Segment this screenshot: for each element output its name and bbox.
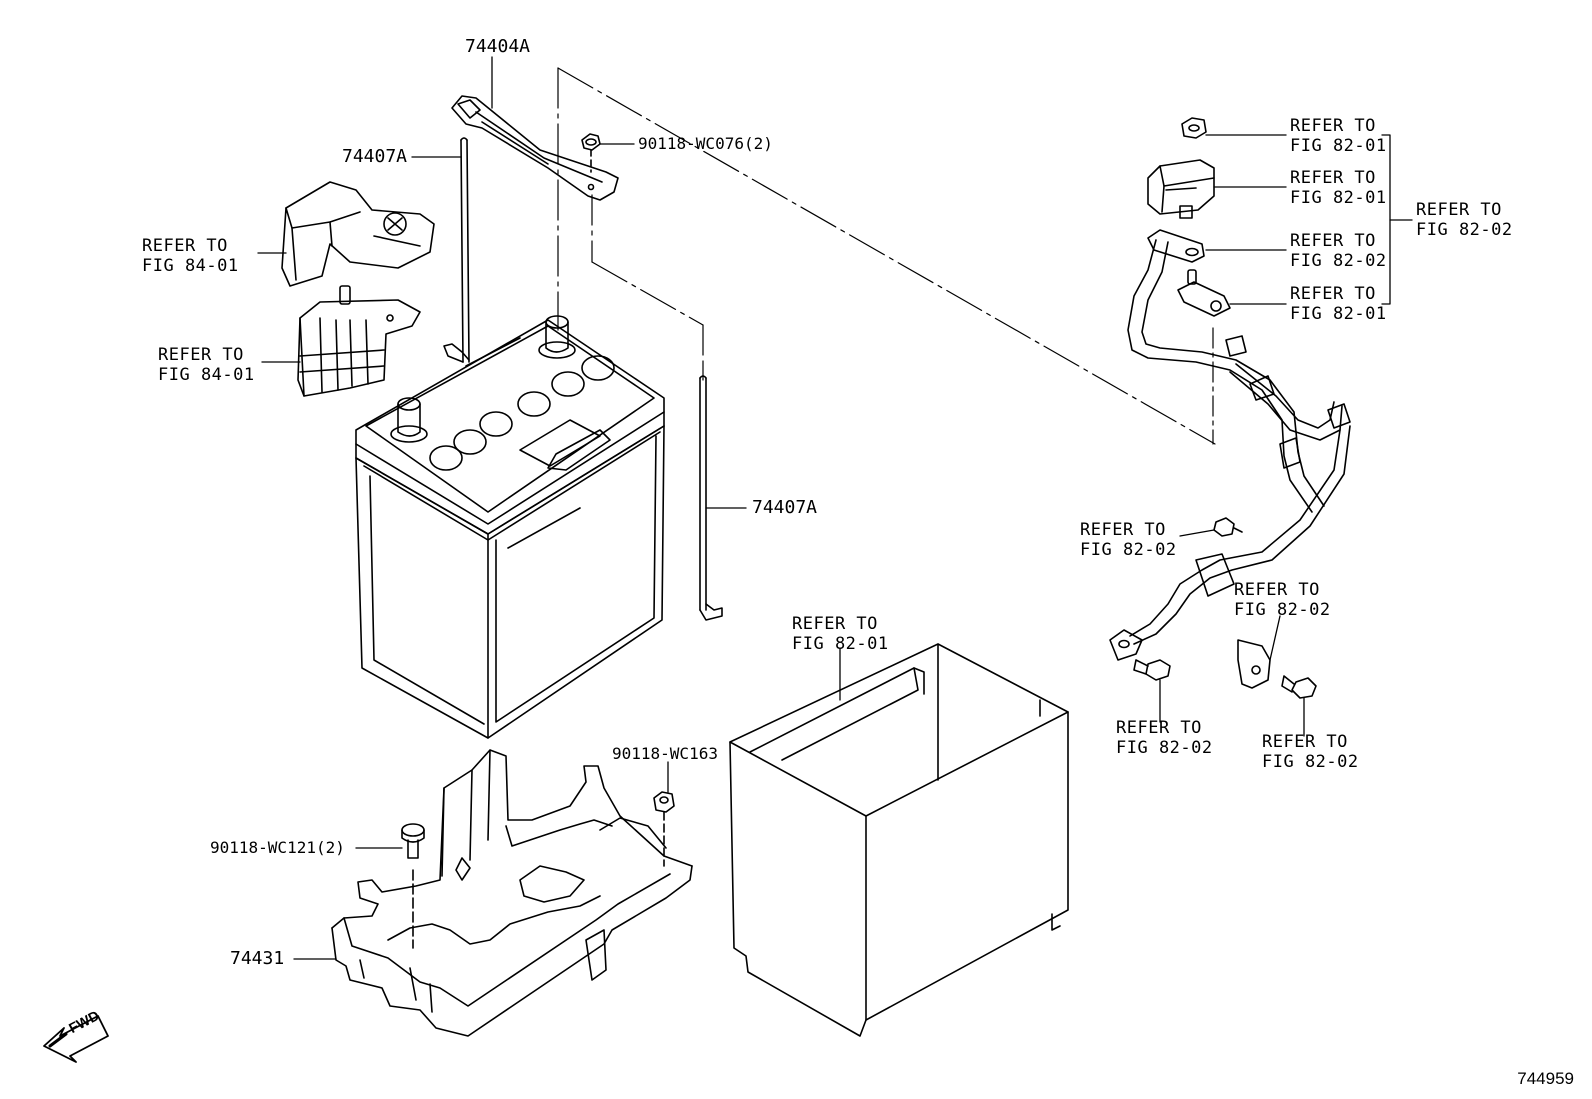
- battery-caps: [430, 356, 614, 470]
- part-label-tray-nut[interactable]: 90118-WC163: [612, 744, 718, 763]
- terminal-clamp-lower: [298, 286, 420, 396]
- ground-bolt: [1134, 660, 1170, 680]
- part-label-hold-down-bolt-left[interactable]: 74407A: [342, 146, 408, 167]
- terminal-nut: [1182, 118, 1206, 138]
- leader-lines: [258, 57, 1412, 959]
- hold-down-clamp: [452, 96, 618, 200]
- fwd-arrow-icon: [44, 1016, 108, 1062]
- battery-cable-assembly: [1110, 118, 1350, 698]
- figure-id: 744959: [1517, 1069, 1574, 1088]
- part-label-clamp-nut[interactable]: 90118-WC076(2): [638, 134, 773, 153]
- battery-case: [730, 644, 1068, 1036]
- battery-tray: [332, 750, 692, 1036]
- clamp-nut: [582, 134, 600, 172]
- part-label-hold-down-clamp[interactable]: 74404A: [465, 36, 531, 57]
- fuse-block: [1148, 160, 1214, 218]
- part-label-hold-down-bolt-right[interactable]: 74407A: [752, 497, 818, 518]
- tray-nut: [654, 792, 674, 866]
- terminal-cover-upper: [282, 182, 434, 286]
- hold-down-bolt-right: [700, 376, 722, 620]
- part-label-tray-bolt[interactable]: 90118-WC121(2): [210, 838, 345, 857]
- dashed-reference-lines: [558, 68, 1215, 444]
- hold-down-bolt-left: [444, 138, 469, 362]
- part-label-battery-tray[interactable]: 74431: [230, 948, 285, 969]
- tray-bolt: [402, 824, 424, 948]
- clip-nut: [1214, 518, 1242, 536]
- battery: [356, 316, 664, 738]
- cable-bracket: [1238, 640, 1270, 688]
- bracket-bolt: [1282, 676, 1316, 698]
